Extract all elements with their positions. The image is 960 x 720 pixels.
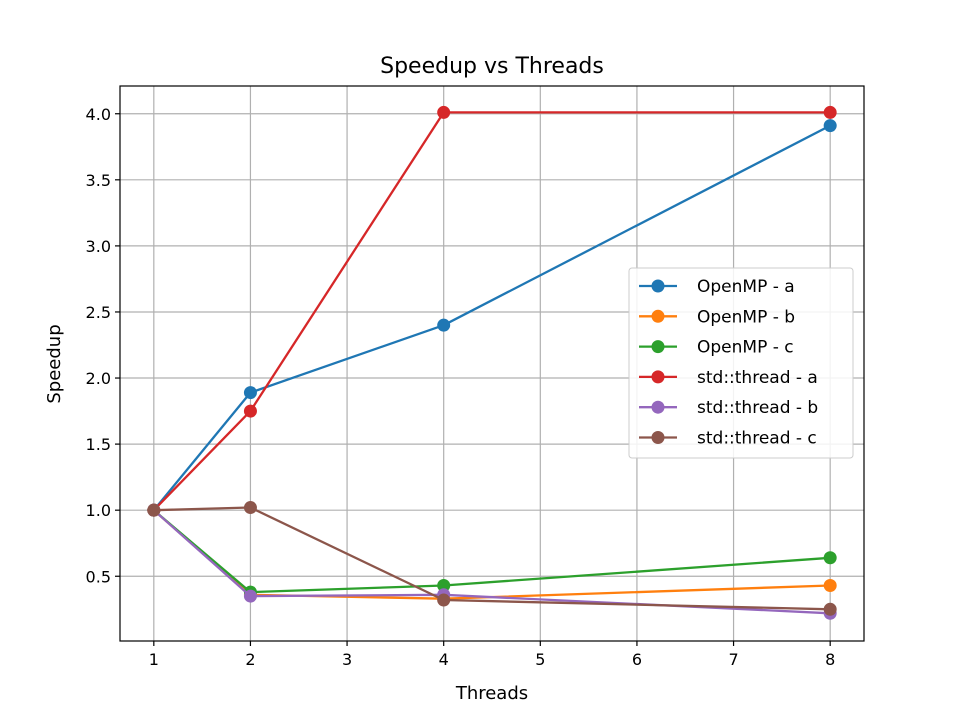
data-point-std-thread-c xyxy=(147,503,161,517)
plot-area-frame xyxy=(119,85,865,642)
legend-marker-swatch xyxy=(651,431,665,444)
x-tick-label: 8 xyxy=(825,650,835,669)
x-axis-title: Threads xyxy=(455,683,528,704)
legend-label: OpenMP - c xyxy=(697,338,794,358)
data-point-std-thread-a xyxy=(437,105,451,119)
legend-marker-swatch xyxy=(651,400,665,414)
y-tick-label: 4.0 xyxy=(86,105,111,124)
y-tick-label: 1.5 xyxy=(86,435,111,454)
chart-title: Speedup vs Threads xyxy=(380,54,604,79)
legend-label: std::thread - c xyxy=(697,429,817,449)
data-point-openmp-a xyxy=(243,386,257,400)
series-lines xyxy=(147,105,837,620)
y-tick-label: 3.5 xyxy=(86,171,111,190)
data-point-std-thread-b xyxy=(243,589,257,603)
y-tick-label: 1.0 xyxy=(86,501,111,520)
y-tick-label: 2.0 xyxy=(86,369,111,388)
x-tick-label: 5 xyxy=(535,650,545,669)
data-point-openmp-a xyxy=(437,318,451,332)
legend-label: std::thread - a xyxy=(697,368,818,388)
data-point-openmp-c xyxy=(823,551,837,565)
data-point-std-thread-c xyxy=(823,602,837,616)
series-line-openmp-a xyxy=(152,124,831,511)
legend-box xyxy=(628,267,854,459)
legend-marker-swatch xyxy=(651,370,665,384)
legend-label: OpenMP - a xyxy=(697,277,795,297)
y-tick-label: 0.5 xyxy=(86,567,111,586)
data-point-openmp-a xyxy=(823,119,837,133)
data-point-std-thread-a xyxy=(243,404,257,418)
x-tick-label: 3 xyxy=(342,650,352,669)
legend-marker-swatch xyxy=(651,279,665,293)
x-tick-label: 4 xyxy=(439,650,449,669)
legend-marker-swatch xyxy=(651,309,665,323)
series-line-std-thread-c xyxy=(153,506,831,611)
x-tick-label: 2 xyxy=(245,650,255,669)
data-point-openmp-c xyxy=(437,579,451,592)
y-tick-label: 2.5 xyxy=(86,303,111,322)
y-axis-title: Speedup xyxy=(44,324,65,403)
data-point-std-thread-c xyxy=(437,593,451,607)
axis-ticks: 1 2 3 4 5 6 7 8 0.5 1.0 1.5 2.0 2.5 3.0 3.5 4.0 xyxy=(86,105,836,669)
x-tick-label: 1 xyxy=(149,650,159,669)
data-point-std-thread-c xyxy=(243,501,257,515)
x-tick-label: 6 xyxy=(632,650,642,669)
legend-label: OpenMP - b xyxy=(697,307,795,327)
legend-label: std::thread - b xyxy=(697,398,818,418)
y-tick-label: 3.0 xyxy=(86,237,111,256)
data-point-openmp-b xyxy=(823,579,837,592)
series-line-std-thread-a xyxy=(152,111,831,512)
series-line-openmp-c xyxy=(153,509,831,594)
data-point-std-thread-a xyxy=(823,105,837,119)
x-tick-label: 7 xyxy=(728,650,738,669)
legend-marker-swatch xyxy=(651,340,665,354)
